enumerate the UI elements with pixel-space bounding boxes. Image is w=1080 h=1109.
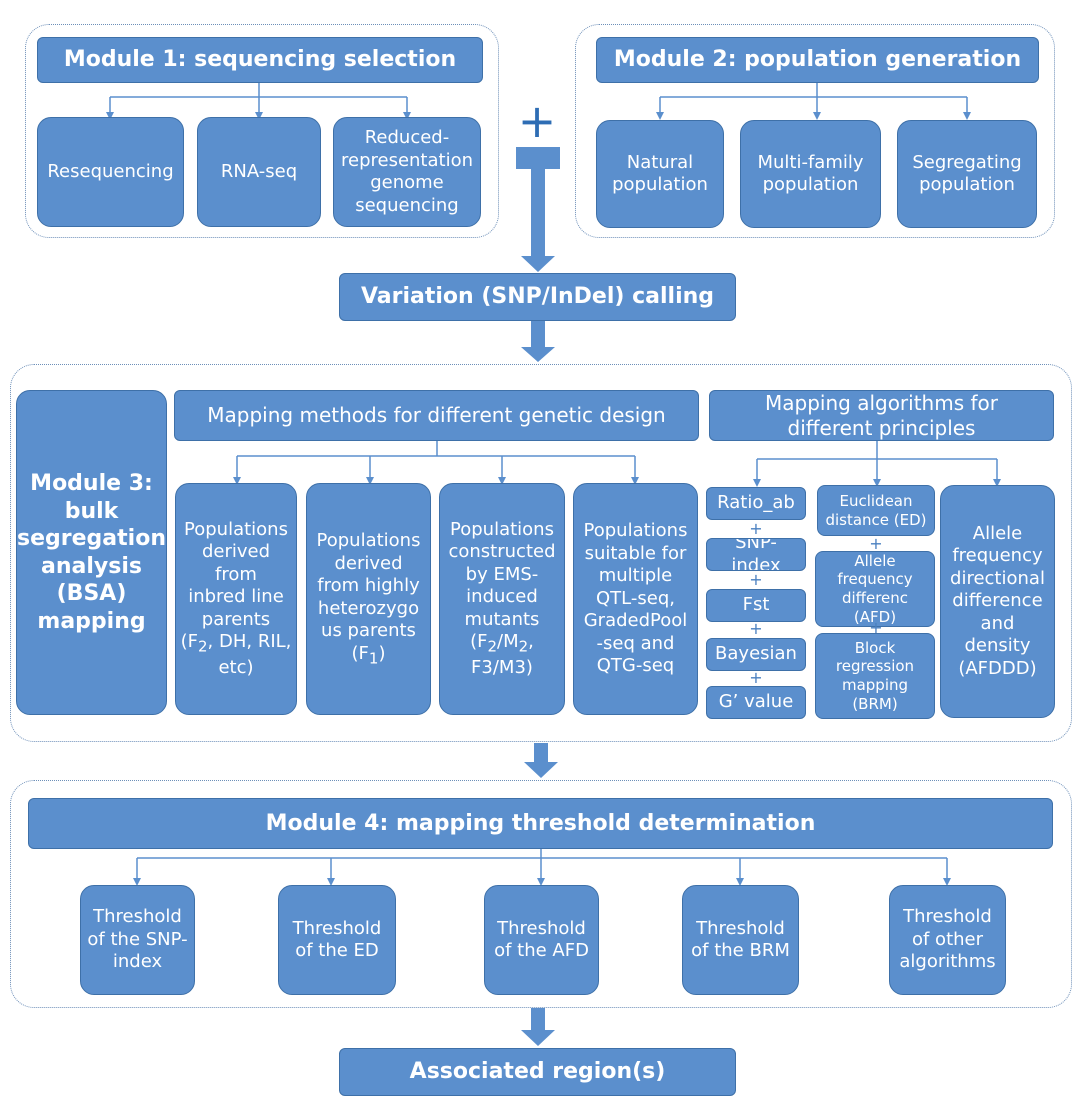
flow-arrow-to-module3 (521, 321, 555, 362)
threshold-ed: Threshold of the ED (278, 885, 396, 995)
combine-plus-icon: + (517, 94, 557, 148)
associated-regions-box: Associated region(s) (339, 1048, 736, 1096)
method-multiple-qtl: Populations suitable for multiple QTL-se… (573, 483, 698, 715)
alg-g-value: G’ value (706, 686, 806, 719)
threshold-brm: Threshold of the BRM (682, 885, 799, 995)
variation-calling-box: Variation (SNP/InDel) calling (339, 273, 736, 321)
plus-icon: + (749, 519, 763, 538)
module1-item-resequencing: Resequencing (37, 117, 184, 227)
threshold-other-algorithms: Threshold of other algorithms (889, 885, 1006, 995)
module2-item-multi-family: Multi-family population (740, 120, 881, 228)
module2-title: Module 2: population generation (596, 37, 1039, 83)
alg-block-regression-mapping: Block regression mapping (BRM) (815, 633, 935, 719)
plus-icon: + (869, 534, 883, 553)
method-heterozygous: Populations derived from highly heterozy… (306, 483, 431, 715)
alg-afddd: Allele frequency directional difference … (940, 485, 1055, 718)
threshold-snp-index: Threshold of the SNP- index (80, 885, 195, 995)
plus-icon: + (749, 570, 763, 589)
method-inbred-line: Populations derived from inbred line par… (175, 483, 297, 715)
alg-bayesian: Bayesian (706, 638, 806, 671)
module4-title: Module 4: mapping threshold determinatio… (28, 798, 1053, 849)
module2-group (575, 24, 1055, 238)
plus-icon: + (749, 619, 763, 638)
plus-icon: + (749, 668, 763, 687)
flow-arrow-to-module4 (524, 743, 558, 778)
module1-item-rna-seq: RNA-seq (197, 117, 321, 227)
alg-ratio-ab: Ratio_ab (706, 487, 806, 520)
module3-group (10, 364, 1072, 742)
module1-group (25, 24, 499, 238)
plus-icon: + (869, 618, 883, 637)
module3-title: Module 3: bulk segregation analysis (BSA… (16, 390, 167, 715)
module2-item-natural: Natural population (596, 120, 724, 228)
module1-item-reduced-representation: Reduced- representation genome sequencin… (333, 117, 481, 227)
methods-title: Mapping methods for different genetic de… (174, 390, 699, 441)
alg-allele-frequency-difference: Allele frequency differenc (AFD) (815, 551, 935, 627)
algorithms-title: Mapping algorithms for different princip… (709, 390, 1054, 441)
flow-arrow-to-regions (521, 1008, 555, 1046)
method-ems-mutants: Populations constructed by EMS- induced … (439, 483, 565, 715)
module4-group (10, 780, 1072, 1008)
module1-title: Module 1: sequencing selection (37, 37, 483, 83)
module2-item-segregating: Segregating population (897, 120, 1037, 228)
alg-euclidean-distance: Euclidean distance (ED) (817, 485, 935, 536)
flow-arrow-to-calling (521, 169, 555, 272)
threshold-afd: Threshold of the AFD (484, 885, 599, 995)
alg-snp-index: SNP-index (706, 538, 806, 571)
alg-fst: Fst (706, 589, 806, 622)
merge-bar (516, 147, 560, 169)
